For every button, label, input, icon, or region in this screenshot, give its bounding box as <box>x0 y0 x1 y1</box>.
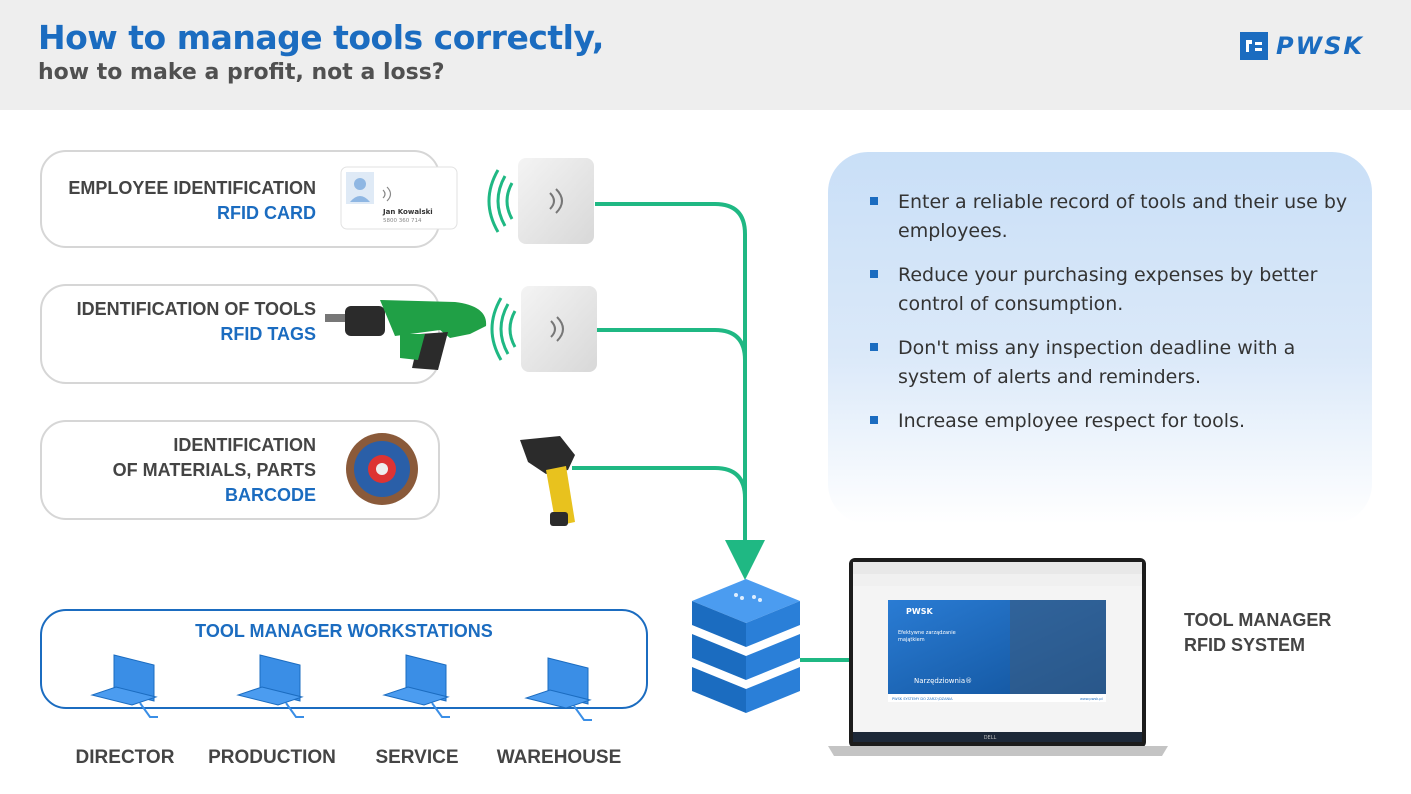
workstation-label-production: PRODUCTION <box>208 747 336 768</box>
workstations-box: TOOL MANAGER WORKSTATIONS <box>40 609 648 709</box>
connector-card <box>595 202 765 580</box>
rfid-card-label: RFID CARD <box>217 203 316 223</box>
workstation-label-service: SERVICE <box>375 747 459 768</box>
connector-tools <box>597 328 747 361</box>
system-label: TOOL MANAGER RFID SYSTEM <box>1184 610 1332 655</box>
tools-identification-label: IDENTIFICATION OF TOOLS RFID TAGS <box>40 297 316 347</box>
page-subtitle: how to make a profit, not a loss? <box>38 60 445 85</box>
rfid-tags-label: RFID TAGS <box>220 324 316 344</box>
card-name: Jan Kowalski <box>382 208 433 216</box>
benefits-list: Enter a reliable record of tools and the… <box>868 188 1348 451</box>
server-icon <box>692 579 800 713</box>
screen-tagline-2: majątkiem <box>898 637 925 643</box>
screen-footer-right: www.pwsk.pl <box>1080 697 1103 701</box>
screen-tagline-1: Efektywne zarządzanie <box>898 630 956 636</box>
connector-lines <box>572 202 890 680</box>
laptop-icon <box>382 654 450 718</box>
pwsk-logo-icon <box>1240 32 1268 60</box>
header-band <box>0 0 1411 110</box>
workstation-label-director: DIRECTOR <box>75 747 175 768</box>
laptop-icon <box>90 654 158 718</box>
card-number: 5800 360 714 <box>383 218 422 224</box>
benefit-item: Increase employee respect for tools. <box>868 407 1348 436</box>
pwsk-logo-text: PWSK <box>1276 32 1364 60</box>
rfid-reader-icon <box>487 158 594 244</box>
workstation-label-warehouse: WAREHOUSE <box>496 747 622 768</box>
employee-identification-label: EMPLOYEE IDENTIFICATION RFID CARD <box>40 176 316 226</box>
pwsk-logo: PWSK <box>1240 32 1364 60</box>
laptop-brand: DELL <box>984 735 997 741</box>
workstations-title: TOOL MANAGER WORKSTATIONS <box>195 621 493 641</box>
rfid-card-image: Jan Kowalski 5800 360 714 <box>340 166 458 230</box>
screen-product: Narzędziownia® <box>914 677 972 685</box>
screen-footer-left: PWSK SYSTEMY DO ZARZĄDZANIA <box>892 697 953 701</box>
rfid-reader-icon <box>490 286 597 372</box>
barcode-scanner-icon <box>520 436 575 526</box>
connector-barcode <box>572 466 747 499</box>
materials-identification-label: IDENTIFICATION OF MATERIALS, PARTS BARCO… <box>40 433 316 508</box>
benefits-panel: Enter a reliable record of tools and the… <box>828 152 1372 524</box>
main-laptop-image: PWSK Efektywne zarządzanie majątkiem Nar… <box>828 558 1168 756</box>
flap-disc-image <box>346 433 418 505</box>
laptop-icon <box>524 657 592 721</box>
benefit-item: Don't miss any inspection deadline with … <box>868 334 1348 392</box>
benefit-item: Enter a reliable record of tools and the… <box>868 188 1348 246</box>
drill-image <box>325 300 487 370</box>
laptop-icon <box>236 654 304 718</box>
barcode-label: BARCODE <box>224 485 316 505</box>
screen-brand: PWSK <box>906 607 933 616</box>
benefit-item: Reduce your purchasing expenses by bette… <box>868 261 1348 319</box>
page-title: How to manage tools correctly, <box>38 18 604 57</box>
